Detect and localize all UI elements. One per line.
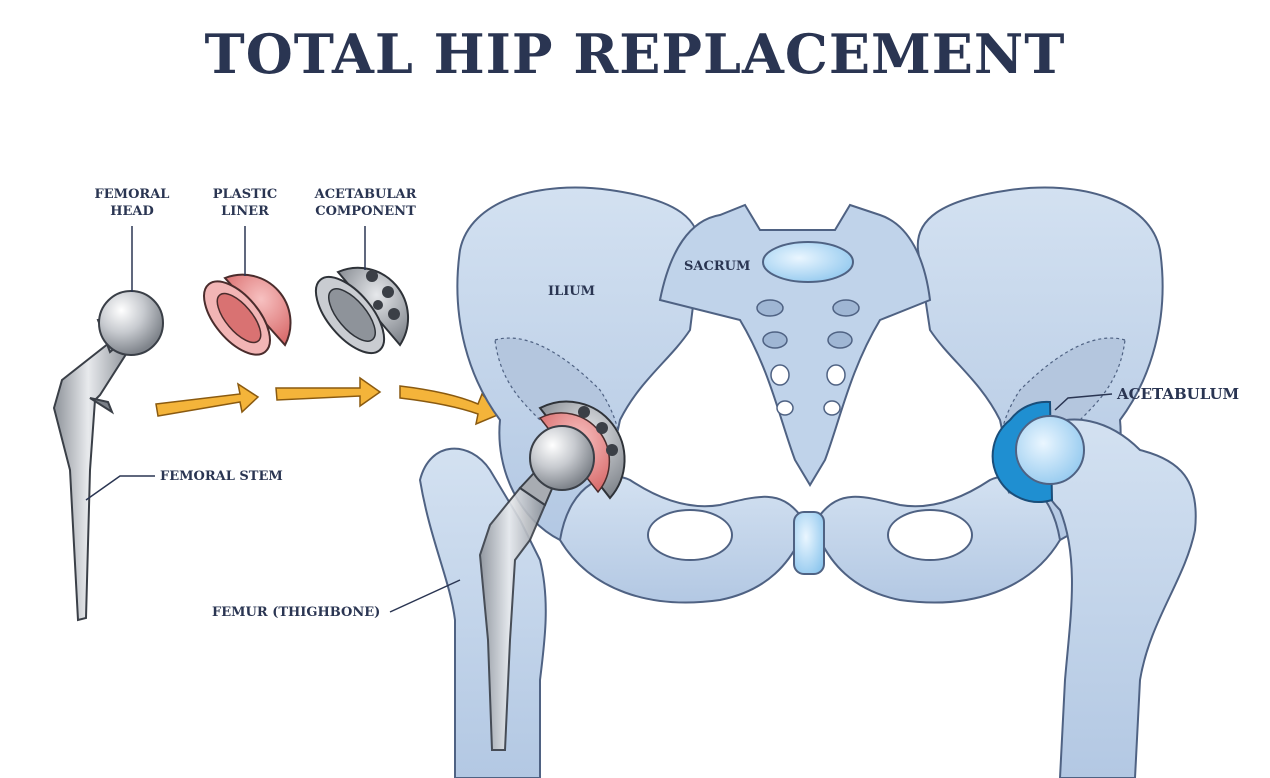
plastic-liner-implant <box>203 273 292 356</box>
ilium-label: ILIUM <box>548 284 596 299</box>
femoral-head-implant <box>98 290 164 356</box>
right-femur <box>991 400 1197 778</box>
acetabular-component-implant <box>314 266 410 354</box>
femoral-stem-label: FEMORAL STEM <box>160 469 283 484</box>
plastic-liner-label: PLASTIC LINER <box>212 187 278 219</box>
acetabular-component-label: ACETABULAR COMPONENT <box>314 187 417 219</box>
acetabulum-label: ACETABULUM <box>1117 385 1240 403</box>
page-title: TOTAL HIP REPLACEMENT <box>204 22 1066 86</box>
sacrum-label: SACRUM <box>684 259 751 274</box>
femoral-stem-implant <box>52 316 134 622</box>
femoral-head-label: FEMORAL HEAD <box>94 187 170 219</box>
femur-label: FEMUR (THIGHBONE) <box>212 605 381 620</box>
leader-lines <box>85 226 1113 613</box>
pelvis-bone <box>456 186 1164 604</box>
implanted-hip-prosthesis <box>478 400 626 751</box>
assembly-arrows <box>155 376 502 426</box>
